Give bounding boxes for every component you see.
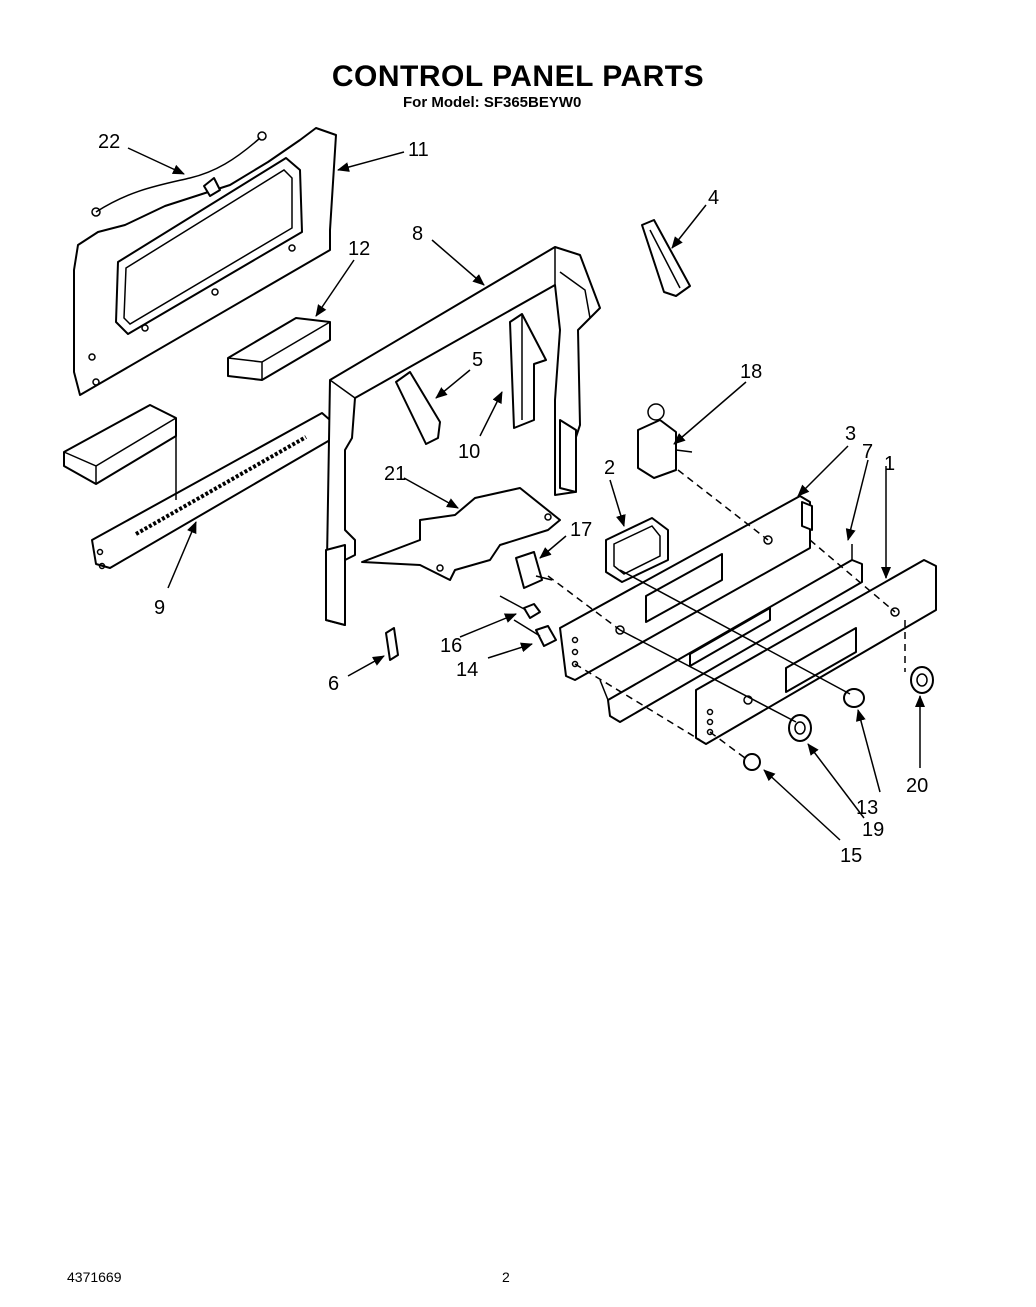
label-19: 19 — [862, 819, 884, 841]
part-6-clip — [385, 627, 399, 661]
part-22-wire — [91, 131, 267, 217]
part-12-insulation — [227, 317, 331, 381]
part-11-rear-shield — [73, 127, 337, 396]
label-5: 5 — [472, 349, 483, 371]
label-6: 6 — [328, 673, 339, 695]
label-22: 22 — [98, 131, 120, 153]
part-17-switch — [515, 551, 553, 589]
label-14: 14 — [456, 659, 478, 681]
part-14-shaft — [513, 619, 557, 647]
part-16-spring — [499, 595, 541, 619]
label-21: 21 — [384, 463, 406, 485]
label-20: 20 — [906, 775, 928, 797]
label-17: 17 — [570, 519, 592, 541]
part-10-vertical-bracket — [509, 313, 547, 429]
part-7-trim — [599, 544, 863, 723]
part-labels: 22 11 12 8 4 5 18 10 3 7 1 2 21 17 9 16 … — [98, 131, 928, 867]
label-11: 11 — [408, 139, 429, 161]
part-8-console-frame — [325, 246, 601, 626]
part-21-heat-shield — [361, 487, 561, 581]
part-5-bracket — [395, 371, 441, 445]
part-9-vent-bracket — [63, 404, 331, 570]
label-3: 3 — [845, 423, 856, 445]
assembly-lines — [547, 469, 906, 759]
part-15-knob — [743, 753, 761, 771]
part-1-front-panel — [695, 559, 937, 745]
label-2: 2 — [604, 457, 615, 479]
part-4-clip — [641, 219, 691, 297]
label-12: 12 — [348, 238, 370, 260]
label-18: 18 — [740, 361, 762, 383]
document-number: 4371669 — [67, 1269, 122, 1285]
leader-lines — [127, 147, 925, 841]
label-1: 1 — [884, 453, 895, 475]
model-subtitle: For Model: SF365BEYW0 — [403, 94, 582, 111]
label-9: 9 — [154, 597, 165, 619]
part-19-knob — [788, 714, 812, 742]
label-4: 4 — [708, 187, 719, 209]
label-8: 8 — [412, 223, 423, 245]
page-title: CONTROL PANEL PARTS — [331, 60, 705, 93]
label-13: 13 — [856, 797, 878, 819]
part-20-knob — [910, 666, 934, 694]
part-18-switch — [637, 403, 693, 479]
label-10: 10 — [458, 441, 480, 463]
part-2-display — [605, 517, 669, 583]
label-7: 7 — [862, 441, 873, 463]
label-15: 15 — [840, 845, 862, 867]
label-16: 16 — [440, 635, 462, 657]
page-number: 2 — [502, 1269, 510, 1285]
